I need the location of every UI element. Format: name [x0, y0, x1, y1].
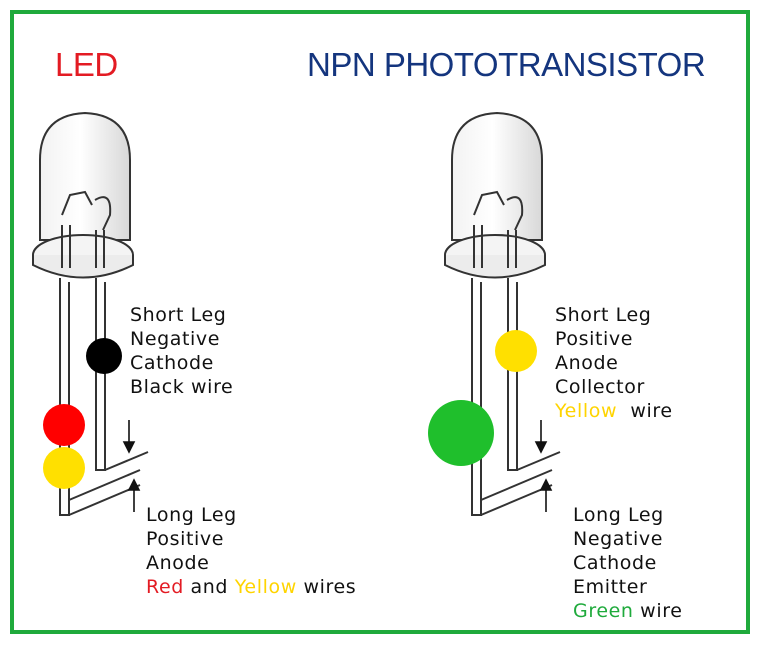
diagram-frame — [10, 10, 750, 634]
led-long-leg-label: Long Leg Positive Anode Red and Yellow w… — [146, 503, 356, 599]
led-long-leg-line: Positive — [146, 528, 225, 550]
npn-body — [444, 111, 546, 279]
led-short-leg-line: Short Leg — [130, 304, 227, 326]
and-word: and — [183, 576, 235, 598]
npn-short-leg-line: Anode — [555, 352, 619, 374]
led-title: LED — [55, 46, 118, 83]
npn-green-wire-dot — [428, 400, 494, 466]
led-long-leg-wire-line: Red and Yellow wires — [146, 575, 356, 599]
npn-long-leg-line: Long Leg — [573, 504, 664, 526]
npn-long-leg-line: Negative — [573, 528, 664, 550]
npn-long-leg-line: Cathode — [573, 552, 657, 574]
npn-yellow-wire-dot — [495, 330, 537, 372]
led-short-leg-line: Black wire — [130, 376, 234, 398]
npn-arrows — [534, 420, 553, 512]
led-short-leg-line: Cathode — [130, 352, 214, 374]
led-short-leg-line: Negative — [130, 328, 221, 350]
led-yellow-wire-dot — [43, 447, 85, 489]
led-body — [32, 111, 134, 279]
npn-short-leg-wire-line: Yellow wire — [555, 399, 673, 423]
green-word: Green — [573, 600, 634, 622]
led-short-leg-label: Short Leg Negative Cathode Black wire — [130, 303, 233, 399]
wire-word: wire — [633, 600, 683, 622]
npn-legs — [471, 278, 561, 516]
led-arrows — [122, 420, 141, 512]
npn-title: NPN PHOTOTRANSISTOR — [307, 46, 706, 83]
wires-word: wires — [296, 576, 357, 598]
npn-short-leg-line: Positive — [555, 328, 634, 350]
npn-short-leg-label: Short Leg Positive Anode Collector Yello… — [555, 303, 673, 423]
yellow-word: Yellow — [555, 400, 618, 422]
red-word: Red — [146, 576, 184, 598]
npn-long-leg-label: Long Leg Negative Cathode Emitter Green … — [573, 503, 683, 623]
npn-short-leg-line: Short Leg — [555, 304, 652, 326]
led-red-wire-dot — [43, 404, 85, 446]
npn-long-leg-wire-line: Green wire — [573, 599, 683, 623]
wire-word: wire — [617, 400, 673, 422]
led-long-leg-line: Anode — [146, 552, 210, 574]
led-black-wire-dot — [86, 338, 122, 374]
yellow-word: Yellow — [234, 576, 297, 598]
led-long-leg-line: Long Leg — [146, 504, 237, 526]
npn-short-leg-line: Collector — [555, 376, 645, 398]
npn-long-leg-line: Emitter — [573, 576, 648, 598]
